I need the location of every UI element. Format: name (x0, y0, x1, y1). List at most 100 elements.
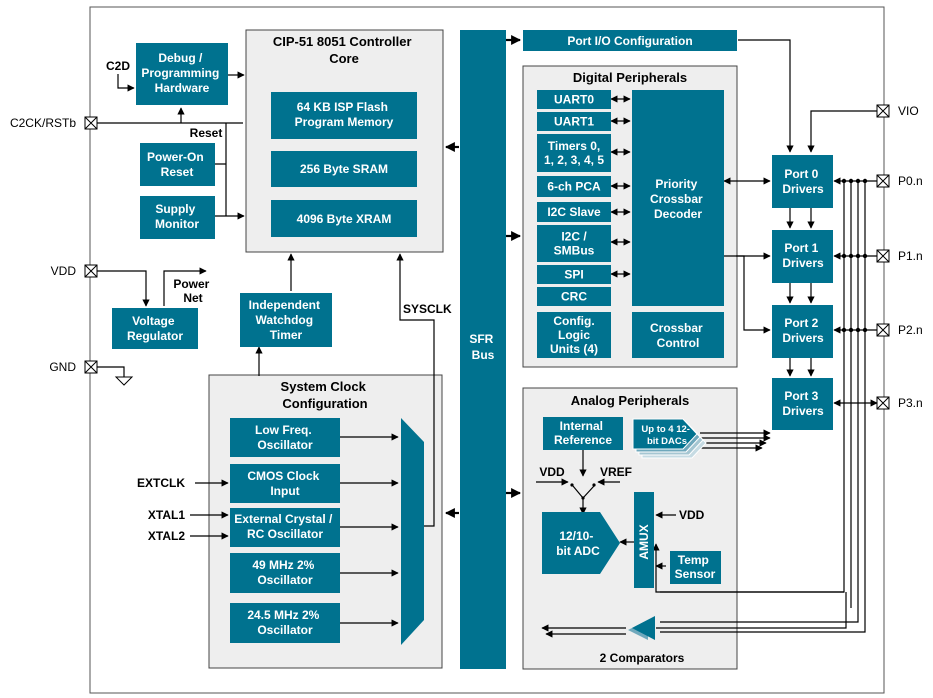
analog-vref-label: VREF (600, 465, 632, 479)
svg-text:CIP-51 8051 Controller Cor: CIP-51 8051 Controller Core (273, 34, 415, 66)
flash-block (271, 92, 417, 139)
vdd-pin-label: VDD (51, 264, 77, 278)
sram-label: 256 Byte SRAM (300, 162, 388, 176)
pin-c2ck (84, 116, 98, 130)
internal-ref-label-1: Internal (560, 419, 603, 433)
temp-sensor-label-2: Sensor (675, 567, 716, 581)
svg-text:Crossbar Control: Crossbar Control (650, 321, 706, 350)
digital-peripheral-label: SPI (564, 268, 583, 282)
svg-text:Temp Sensor: Temp Sensor (675, 553, 716, 581)
watchdog-block (240, 293, 332, 347)
supply-monitor-block (140, 196, 215, 239)
sram-block (271, 151, 417, 187)
port1-label-1: Port 1 (784, 241, 818, 255)
c2ck-label: C2CK/RSTb (10, 116, 76, 130)
pin-gnd (84, 360, 98, 374)
svg-text:SFR Bus: SFR Bus (469, 332, 496, 362)
debug-block (136, 43, 228, 105)
digital-peripheral-label: Logic (558, 328, 590, 342)
port0-label-1: Port 0 (784, 167, 818, 181)
port1-drivers (772, 230, 833, 283)
core-title-2: Core (329, 51, 359, 66)
adc-label-1: 12/10- (559, 529, 593, 543)
debug-label-1: Debug / (158, 51, 203, 65)
ground-symbol (114, 376, 134, 386)
clock-source-low-freq (230, 418, 340, 457)
clock-source-1-line-1: Low Freq. (255, 423, 312, 437)
svg-text:Power Net: Power Net (173, 277, 212, 305)
watchdog-label-3: Timer (270, 328, 303, 342)
power-on-reset-block (140, 143, 215, 186)
por-label-2: Reset (161, 165, 194, 179)
digital-peripheral-block (537, 176, 611, 197)
pin-p3 (876, 396, 890, 410)
svg-text:Port 1 Drivers: Port 1 Drivers (782, 241, 824, 270)
flash-label-2: Program Memory (295, 115, 394, 129)
port0-label-2: Drivers (782, 182, 824, 196)
svg-text:12/10- bit ADC: 12/10- bit ADC (556, 529, 600, 558)
amux-vdd-label: VDD (679, 508, 705, 522)
crossbar-decoder-label-1: Priority (655, 177, 697, 191)
svg-text:24.5 MHz 2% Oscillator: 24.5 MHz 2% Oscillator (247, 608, 322, 637)
power-net-label-2: Net (183, 291, 202, 305)
digital-peripheral-label: I2C Slave (547, 205, 601, 219)
clock-source-4-line-2: Oscillator (257, 573, 313, 587)
svg-text:Port 2 Drivers: Port 2 Drivers (782, 316, 824, 345)
svg-text:Priority Crossbar Deco: Priority Crossbar Decoder (650, 177, 706, 221)
svg-text:Low Freq. Oscillator: Low Freq. Oscillator (255, 423, 315, 452)
svg-text:Port 0 Drivers: Port 0 Drivers (782, 167, 824, 196)
clock-source-crystal (230, 508, 340, 547)
internal-ref-label-2: Reference (554, 433, 612, 447)
svg-text:System Clock Configuration: System Clock Configuration (281, 379, 370, 411)
watchdog-label-1: Independent (249, 298, 320, 312)
temp-sensor-label-1: Temp (678, 553, 709, 567)
sysclk-label: SYSCLK (403, 302, 452, 316)
debug-label-3: Hardware (155, 81, 210, 95)
clock-source-2-line-1: CMOS Clock (247, 469, 319, 483)
por-label-1: Power-On (147, 150, 204, 164)
analog-vdd-label: VDD (539, 465, 565, 479)
svg-text:Up to 4 12- bit DACs: Up to 4 12- bit DACs (641, 424, 692, 447)
digital-peripheral-block (537, 287, 611, 306)
digital-peripheral-label: Config. (553, 314, 594, 328)
c2d-label: C2D (106, 59, 130, 73)
clock-source-1-line-2: Oscillator (257, 438, 313, 452)
amux-block (634, 492, 654, 588)
svg-text:Debug / Programming Ha: Debug / Programming Hardware (141, 51, 222, 95)
svg-text:Internal Reference: Internal Reference (554, 419, 612, 447)
svg-text:64 KB ISP Flash Program Me: 64 KB ISP Flash Program Memory (295, 100, 394, 129)
regulator-label-1: Voltage (132, 314, 175, 328)
crossbar-control-label-2: Control (657, 336, 700, 350)
p1-label: P1.n (898, 249, 923, 263)
digital-peripheral-block (537, 312, 611, 358)
supply-monitor-label-2: Monitor (155, 217, 199, 231)
digital-peripheral-label: UART1 (554, 115, 594, 129)
reset-label: Reset (190, 126, 223, 140)
clock-source-4-line-1: 49 MHz 2% (252, 558, 314, 572)
xram-block (271, 200, 417, 237)
crossbar-decoder-label-3: Decoder (654, 207, 702, 221)
dac-label-2: bit DACs (647, 436, 687, 447)
p0-label: P0.n (898, 174, 923, 188)
clock-source-2-line-2: Input (270, 484, 299, 498)
adc-block (542, 512, 620, 574)
port2-label-1: Port 2 (784, 316, 818, 330)
port2-label-2: Drivers (782, 331, 824, 345)
clock-source-3-line-2: RC Oscillator (247, 527, 323, 541)
vio-label: VIO (898, 104, 919, 118)
voltage-regulator-block (112, 308, 198, 349)
pin-vdd (84, 264, 98, 278)
digital-peripheral-label: Units (4) (550, 342, 598, 356)
port3-label-2: Drivers (782, 404, 824, 418)
clock-source-5-line-2: Oscillator (257, 623, 313, 637)
digital-peripheral-block (537, 202, 611, 222)
clock-source-49mhz (230, 553, 340, 593)
digital-peripheral-block (537, 265, 611, 284)
clock-source-3-line-1: External Crystal / (234, 512, 333, 526)
crossbar-control-block (632, 312, 724, 358)
svg-text:Power-On Reset: Power-On Reset (147, 150, 207, 179)
temp-sensor-block (670, 551, 721, 584)
digital-peripheral-label: 6-ch PCA (547, 180, 601, 194)
amux-label: AMUX (637, 524, 651, 559)
